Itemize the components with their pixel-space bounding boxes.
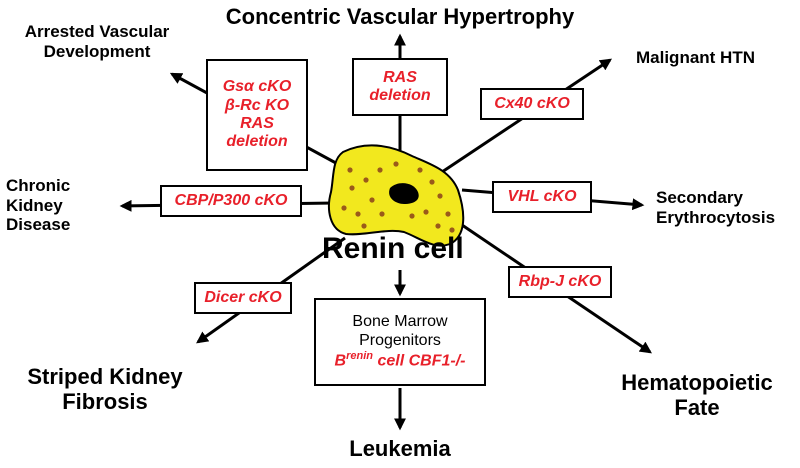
outcome-arrested-vascular-development: Arrested Vascular Development (4, 22, 190, 61)
renin-cell-label: Renin cell (322, 232, 464, 265)
granule (369, 197, 375, 203)
outcome-hematopoietic-fate: Hematopoietic Fate (602, 370, 792, 421)
granule (341, 205, 347, 211)
mutation-label: VHL cKO (507, 187, 577, 205)
bone-marrow-line: Bone Marrow (352, 313, 448, 331)
outcome-concentric-vascular-hypertrophy: Concentric Vascular Hypertrophy (225, 4, 575, 29)
granule (409, 213, 415, 219)
mutation-label: β-Rc KO (224, 96, 290, 114)
mutation-label: RAS (383, 68, 417, 86)
granule (449, 227, 455, 233)
outcome-line: Erythrocytosis (656, 207, 776, 227)
mutation-box-bone-marrow: Bone Marrow Progenitors Brenin cell CBF1… (314, 298, 486, 386)
outcome-leukemia: Leukemia (349, 436, 451, 461)
mutation-label: Rbp-J cKO (518, 272, 602, 290)
outcome-line: Secondary (656, 188, 743, 207)
outcome-secondary-erythrocytosis: Secondary Erythrocytosis (656, 188, 775, 227)
granule (435, 223, 441, 229)
renin-cell-nucleus (389, 183, 419, 204)
progenitors-line: Progenitors (359, 331, 441, 349)
mutation-box-right: VHL cKO (492, 181, 592, 213)
granule (423, 209, 429, 215)
mutation-label: Dicer cKO (204, 288, 282, 306)
brenin-rest: cell CBF1-/- (373, 352, 466, 370)
outcome-line: Arrested Vascular (24, 22, 170, 41)
granule (355, 211, 361, 217)
granule (393, 161, 399, 167)
mutation-box-top: RAS deletion (352, 58, 448, 116)
outcome-line: Fibrosis (62, 389, 148, 415)
granule (361, 223, 367, 229)
brenin-cbf1-label: Brenin cell CBF1-/- (335, 350, 466, 371)
arrow-top-right (429, 58, 612, 182)
outcome-line: Development (43, 41, 151, 61)
granule (429, 179, 435, 185)
granule (349, 185, 355, 191)
brenin-superscript: renin (346, 350, 373, 363)
granule (377, 167, 383, 173)
outcome-line: Fate (674, 395, 720, 421)
granule (379, 211, 385, 217)
mutation-box-top-left: Gsα cKO β-Rc KO RAS deletion (206, 59, 308, 171)
granule (347, 167, 353, 173)
granule (445, 211, 451, 217)
brenin-b: B (334, 352, 347, 370)
outcome-striped-kidney-fibrosis: Striped Kidney Fibrosis (10, 364, 200, 415)
granule (363, 177, 369, 183)
outcome-chronic-kidney-disease: Chronic Kidney Disease (6, 176, 70, 235)
outcome-line: Kidney (6, 195, 63, 215)
mutation-box-top-right: Cx40 cKO (480, 88, 584, 120)
outcome-line: Chronic (6, 176, 71, 195)
outcome-malignant-htn: Malignant HTN (636, 48, 755, 67)
granule (437, 193, 443, 199)
mutation-label: deletion (226, 133, 288, 151)
mutation-label: Gsα cKO (222, 78, 292, 96)
granule (417, 167, 423, 173)
outcome-line: Disease (6, 215, 71, 235)
mutation-label: deletion (369, 87, 431, 104)
mutation-box-left: CBP/P300 cKO (160, 185, 302, 217)
renin-cell (327, 144, 465, 247)
outcome-line: Hematopoietic (621, 370, 773, 395)
outcome-line: Striped Kidney (27, 364, 183, 389)
mutation-label: Cx40 cKO (494, 94, 570, 112)
mutation-box-bottom-left: Dicer cKO (194, 282, 292, 314)
mutation-label: RAS (240, 115, 274, 132)
mutation-box-bottom-right: Rbp-J cKO (508, 266, 612, 298)
mutation-label: CBP/P300 cKO (174, 191, 288, 209)
renin-granules (341, 161, 455, 233)
